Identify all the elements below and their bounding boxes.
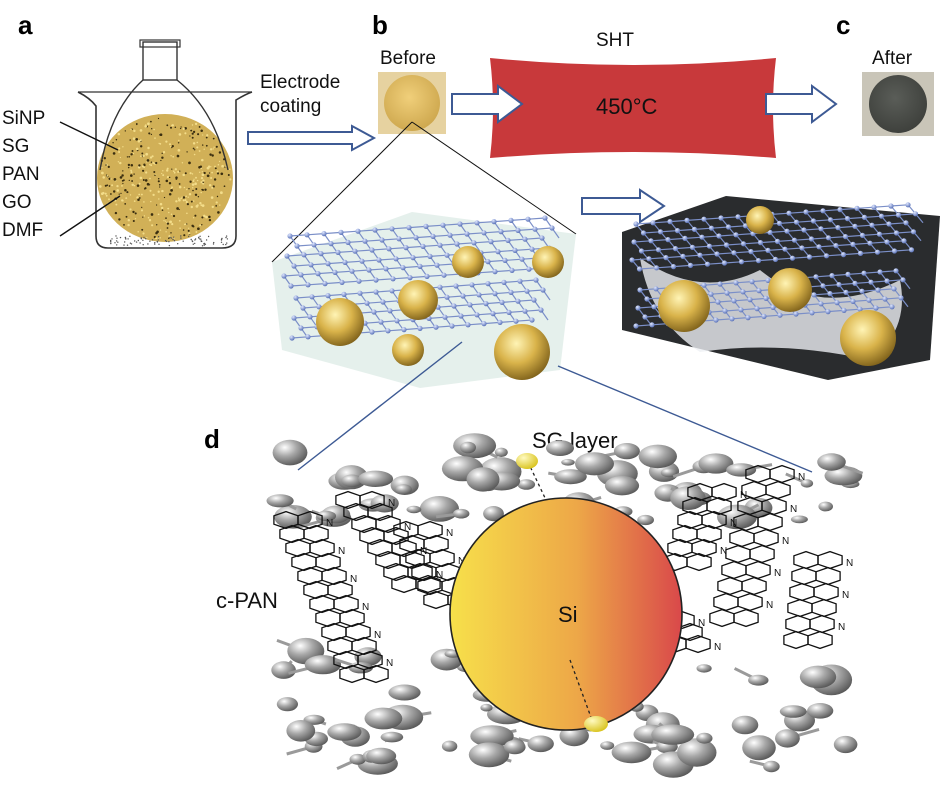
- panel-label-d: d: [204, 424, 220, 454]
- panel-label-a: a: [18, 10, 33, 40]
- beaker-illustration: [59, 39, 253, 249]
- svg-text:N: N: [338, 546, 345, 557]
- svg-text:N: N: [838, 622, 845, 633]
- film-disc-before: [384, 75, 440, 131]
- heater-temperature: 450°C: [596, 94, 658, 119]
- svg-text:N: N: [350, 574, 357, 585]
- label-sht: SHT: [596, 30, 634, 51]
- label-cpan: c-PAN: [216, 588, 278, 613]
- svg-text:N: N: [388, 498, 395, 509]
- label-sg-layer: SG layer: [532, 428, 618, 453]
- arrow-coating: [247, 124, 377, 152]
- svg-text:N: N: [714, 642, 721, 653]
- svg-text:N: N: [446, 528, 453, 539]
- dispersion-speckles: [98, 117, 232, 240]
- svg-text:N: N: [740, 490, 747, 501]
- arrow-into-heater: [451, 84, 524, 124]
- component-dmf: DMF: [2, 220, 43, 241]
- label-before: Before: [380, 48, 436, 69]
- label-si: Si: [558, 602, 578, 627]
- component-sinp: SiNP: [2, 108, 45, 129]
- svg-text:N: N: [846, 558, 853, 569]
- step-coating-line2: coating: [260, 96, 321, 117]
- arrow-out-heater: [765, 84, 838, 124]
- svg-text:N: N: [362, 602, 369, 613]
- film-disc-after: [869, 75, 927, 133]
- svg-text:N: N: [374, 630, 381, 641]
- step-coating-line1: Electrode: [260, 72, 340, 93]
- component-pan: PAN: [2, 164, 40, 185]
- svg-text:N: N: [798, 472, 805, 483]
- component-list: SiNP SG PAN GO DMF: [2, 108, 45, 241]
- composite-before: [272, 212, 576, 388]
- svg-text:N: N: [790, 504, 797, 515]
- si-particle: [449, 453, 683, 732]
- svg-text:N: N: [404, 522, 411, 533]
- svg-text:N: N: [458, 556, 465, 567]
- composite-after: [622, 196, 940, 380]
- heater-block: [490, 58, 776, 158]
- panel-label-c: c: [836, 10, 850, 40]
- svg-text:N: N: [766, 600, 773, 611]
- svg-text:N: N: [774, 568, 781, 579]
- svg-text:N: N: [386, 658, 393, 669]
- svg-text:N: N: [436, 570, 443, 581]
- svg-text:N: N: [698, 618, 705, 629]
- label-after: After: [872, 48, 913, 69]
- component-sg: SG: [2, 136, 29, 157]
- panel-label-b: b: [372, 10, 388, 40]
- svg-text:N: N: [782, 536, 789, 547]
- component-go: GO: [2, 192, 32, 213]
- svg-text:N: N: [326, 518, 333, 529]
- svg-text:N: N: [720, 546, 727, 557]
- svg-text:N: N: [842, 590, 849, 601]
- sediment-dots: [109, 235, 229, 247]
- arrow-sheet-transform: [581, 188, 666, 224]
